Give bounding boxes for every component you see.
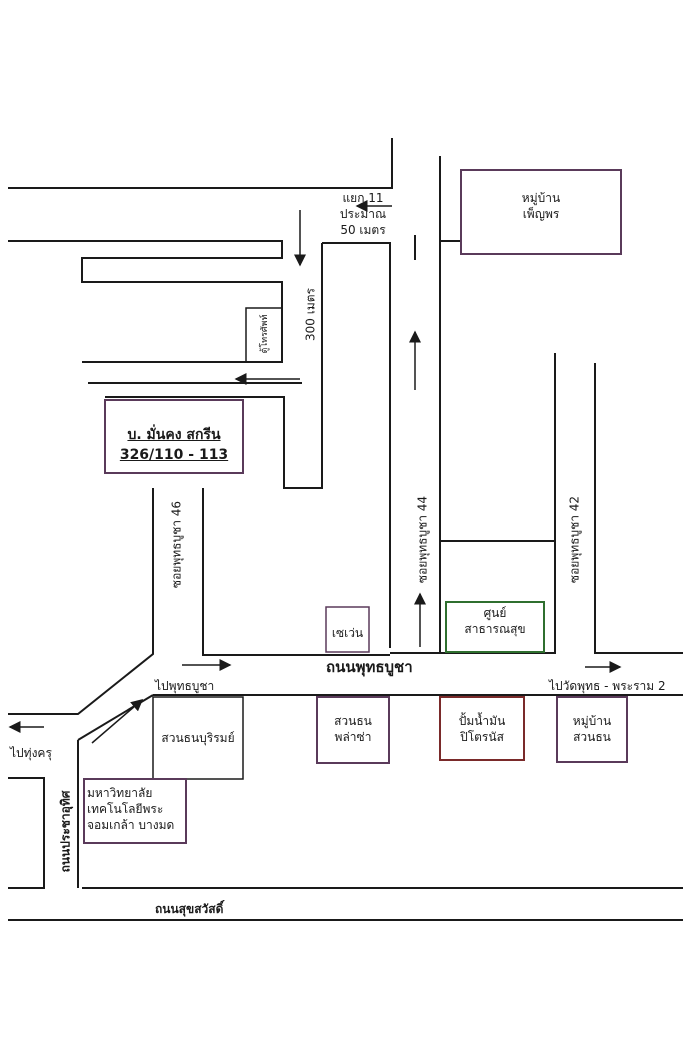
village-suanthon-line1: หมู่บ้าน xyxy=(572,714,612,728)
company-box xyxy=(104,399,244,474)
university-line1: มหาวิทยาลัย xyxy=(87,786,153,800)
village-phenphon-line1: หมู่บ้าน xyxy=(521,191,561,205)
soi44-label: ซอยพุทธบูชา 44 xyxy=(415,495,430,584)
arrow-diagonal xyxy=(91,699,144,744)
seven-eleven-label: เซเว่น xyxy=(331,626,364,640)
village-suanthon-line2: สวนธน xyxy=(573,730,611,744)
direction-arrows xyxy=(8,200,622,744)
company-name: บ. มั่นคง สกรีน xyxy=(127,427,221,443)
suanthon-plaza-box xyxy=(316,696,390,764)
village-phenphon-box xyxy=(460,169,622,255)
suanthon-burirom-box xyxy=(152,696,244,780)
university-line3: จอมเกล้า บางมด xyxy=(87,818,175,832)
village-suanthon-box xyxy=(556,696,628,763)
pracha-uthit-road-label: ถนนประชาอุทิศ xyxy=(58,790,73,873)
soi46-label: ซอยพุทธบูชา 46 xyxy=(169,500,184,589)
phone-booth-label: ตู้โทรศัพท์ xyxy=(260,314,270,354)
seven-eleven-box xyxy=(325,606,370,653)
health-center-line1: ศูนย์ xyxy=(483,606,507,620)
to-wat-phut-label: ไปวัดพุทธ - พระราม 2 xyxy=(549,679,666,693)
company-address: 326/110 - 113 xyxy=(119,447,229,463)
suksawat-road-label: ถนนสุขสวัสดิ์ xyxy=(155,902,224,916)
gas-station-line1: ปั้มน้ำมัน xyxy=(458,714,506,728)
suanthon-burirom-label: สวนธนบุริรมย์ xyxy=(161,731,235,745)
buildings xyxy=(83,169,628,844)
suanthon-plaza-label: สวนธน พล่าซ่า xyxy=(317,713,389,745)
health-center-label: ศูนย์ สาธารณสุข xyxy=(446,605,544,637)
phone-booth-box xyxy=(245,307,283,363)
gas-station-box xyxy=(439,696,525,761)
suanthon-plaza-line1: สวนธน xyxy=(334,714,372,728)
health-center-line2: สาธารณสุข xyxy=(464,622,526,636)
gas-station-label: ปั้มน้ำมัน ปิโตรนัส xyxy=(440,713,524,745)
soi42-label: ซอยพุทธบูชา 42 xyxy=(567,495,582,584)
suanthon-plaza-line2: พล่าซ่า xyxy=(334,730,372,744)
village-phenphon-line2: เพ็ญพร xyxy=(522,207,560,221)
university-line2: เทคโนโลยีพระ xyxy=(87,802,164,816)
company-label: บ. มั่นคง สกรีน 326/110 - 113 xyxy=(105,425,243,465)
village-suanthon-label: หมู่บ้าน สวนธน xyxy=(557,713,627,745)
road-lines xyxy=(8,138,683,921)
to-thung-khru-label: ไปทุ่งครุ xyxy=(10,746,52,760)
health-center-box xyxy=(445,601,545,653)
village-phenphon-label: หมู่บ้าน เพ็ญพร xyxy=(491,190,591,222)
junction11-label: แยก 11 ประมาณ 50 เมตร xyxy=(328,190,398,238)
main-road-label: ถนนพุทธบูชา xyxy=(326,658,413,676)
university-box xyxy=(83,778,187,844)
to-phutthabucha-label: ไปพุทธบูชา xyxy=(155,679,215,693)
gas-station-line2: ปิโตรนัส xyxy=(460,730,504,744)
distance-300-label: 300 เมตร xyxy=(303,288,318,341)
university-label: มหาวิทยาลัย เทคโนโลยีพระ จอมเกล้า บางมด xyxy=(87,785,174,833)
junction11-line3: 50 เมตร xyxy=(340,223,386,237)
junction11-line2: ประมาณ xyxy=(339,207,387,221)
junction11-line1: แยก 11 xyxy=(342,191,384,205)
